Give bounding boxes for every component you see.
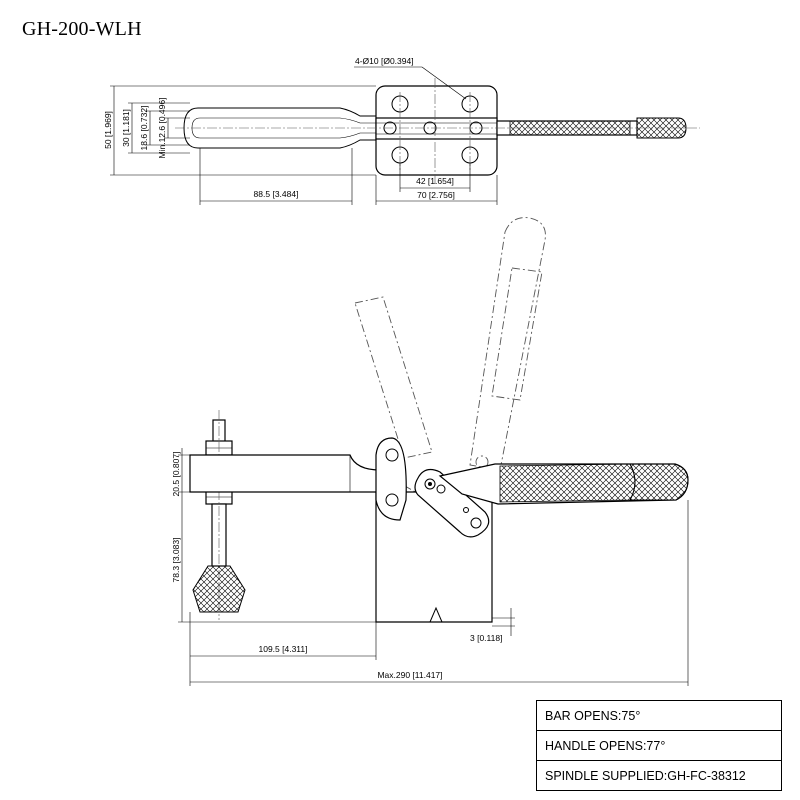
side-bottom-dimensions: 109.5 [4.311] Max.290 [11.417] 3 [0.118] [189,500,689,686]
side-handle-grip [629,463,689,501]
spindle-rubber-tip [192,565,246,613]
spec-row: SPINDLE SUPPLIED:GH-FC-38312 [536,760,782,791]
dim-50-label: 50 [1.969] [103,111,113,149]
dim-3-label: 3 [0.118] [470,633,502,643]
dim-88-5-label: 88.5 [3.484] [254,189,299,199]
dim-42-label: 42 [1.654] [416,176,454,186]
spec-row: HANDLE OPENS:77° [536,730,782,761]
dim-18-6-label: 18.6 [0.732] [139,106,149,151]
spindle [192,410,246,620]
hole-callout-label: 4-Ø10 [Ø0.394] [355,56,414,66]
clamp-arm [189,454,381,493]
side-view: 20.5 [0.807] 78.3 [3.083] 109.5 [4.311] … [171,217,689,686]
spec-row: BAR OPENS:75° [536,700,782,731]
dim-109-5-label: 109.5 [4.311] [259,644,308,654]
dim-max-290-label: Max.290 [11.417] [377,670,442,680]
link-plate [414,468,490,538]
top-bottom-dimensions: 88.5 [3.484] 42 [1.654] 70 [2.756] [199,148,498,205]
dim-78-3-label: 78.3 [3.083] [171,538,181,583]
top-left-dimensions: 50 [1.969] 30 [1.181] 18.6 [0.732] Min.1… [103,85,376,176]
spec-spindle-supplied: SPINDLE SUPPLIED:GH-FC-38312 [536,760,782,791]
spec-handle-opens: HANDLE OPENS:77° [536,730,782,761]
side-left-dimensions: 20.5 [0.807] 78.3 [3.083] [171,448,376,623]
dim-min-12-6-label: Min.12.6 [0.496] [157,98,167,159]
spec-bar-opens: BAR OPENS:75° [536,700,782,731]
drawing-title: GH-200-WLH [22,18,142,40]
dim-70-label: 70 [2.756] [417,190,455,200]
top-view: 4-Ø10 [Ø0.394] 50 [1.969] 30 [1.181] 18.… [103,56,700,205]
dim-20-5-label: 20.5 [0.807] [171,452,181,497]
dim-30-label: 30 [1.181] [121,109,131,147]
spec-table: BAR OPENS:75° HANDLE OPENS:77° SPINDLE S… [536,700,782,791]
